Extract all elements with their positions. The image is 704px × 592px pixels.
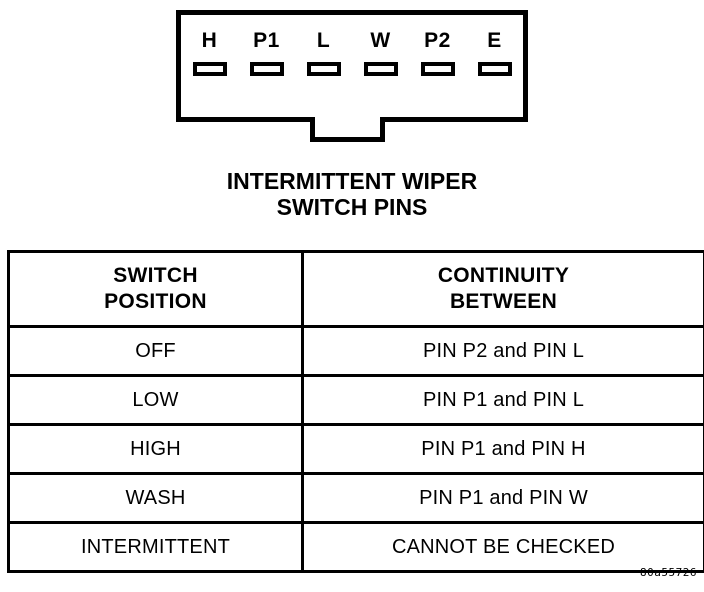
pin-slot-icon: [363, 62, 398, 76]
figure-reference-id: 80a55726: [640, 566, 697, 579]
cell-continuity: PIN P1 and PIN W: [301, 472, 704, 524]
pin-slot-cell-p2: [409, 62, 466, 76]
pin-slot-icon: [192, 62, 227, 76]
continuity-table: SWITCH POSITION CONTINUITY BETWEEN OFF P…: [7, 250, 704, 573]
figure-caption-line-1: INTERMITTENT WIPER: [226, 168, 478, 194]
pin-label-w: W: [370, 29, 391, 52]
cell-continuity: PIN P2 and PIN L: [301, 325, 704, 377]
cell-switch-position: LOW: [7, 374, 304, 426]
cell-switch-position: WASH: [7, 472, 304, 524]
header-continuity-between-line-1: CONTINUITY: [437, 264, 570, 287]
header-switch-position: SWITCH POSITION: [7, 250, 304, 328]
figure-caption: INTERMITTENT WIPER SWITCH PINS: [0, 168, 704, 220]
pin-slot-icon: [420, 62, 455, 76]
table-row: INTERMITTENT CANNOT BE CHECKED: [7, 521, 704, 573]
cell-continuity: CANNOT BE CHECKED: [301, 521, 704, 573]
pin-label-p1: P1: [253, 29, 280, 52]
figure-caption-line-2: SWITCH PINS: [276, 194, 428, 220]
pin-slot-icon: [306, 62, 341, 76]
pin-slot-cell-e: [466, 62, 523, 76]
pin-slot-cell-h: [181, 62, 238, 76]
cell-continuity: PIN P1 and PIN L: [301, 374, 704, 426]
header-continuity-between: CONTINUITY BETWEEN: [301, 250, 704, 328]
pin-label-l: L: [316, 29, 331, 52]
header-continuity-between-line-2: BETWEEN: [449, 290, 558, 313]
cell-switch-position: INTERMITTENT: [7, 521, 304, 573]
pin-slot-row: [181, 62, 523, 76]
cell-switch-position: OFF: [7, 325, 304, 377]
header-switch-position-line-2: POSITION: [104, 290, 207, 313]
table-row: WASH PIN P1 and PIN W: [7, 472, 704, 524]
pin-slot-cell-w: [352, 62, 409, 76]
pin-slot-cell-p1: [238, 62, 295, 76]
pin-label-p2: P2: [424, 29, 451, 52]
cell-continuity: PIN P1 and PIN H: [301, 423, 704, 475]
header-switch-position-line-1: SWITCH: [113, 264, 198, 287]
connector-keying-tab: [310, 117, 385, 142]
pin-slot-icon: [249, 62, 284, 76]
pin-label-h: H: [201, 29, 218, 52]
table-row: HIGH PIN P1 and PIN H: [7, 423, 704, 475]
wiper-switch-connector-diagram: H P1 L W P2 E: [176, 10, 528, 142]
pin-label-e: E: [487, 29, 502, 52]
pin-slot-cell-l: [295, 62, 352, 76]
cell-switch-position: HIGH: [7, 423, 304, 475]
pin-slot-icon: [477, 62, 512, 76]
table-header-row: SWITCH POSITION CONTINUITY BETWEEN: [7, 250, 704, 328]
table-row: OFF PIN P2 and PIN L: [7, 325, 704, 377]
table-row: LOW PIN P1 and PIN L: [7, 374, 704, 426]
pin-label-row: H P1 L W P2 E: [181, 30, 523, 51]
